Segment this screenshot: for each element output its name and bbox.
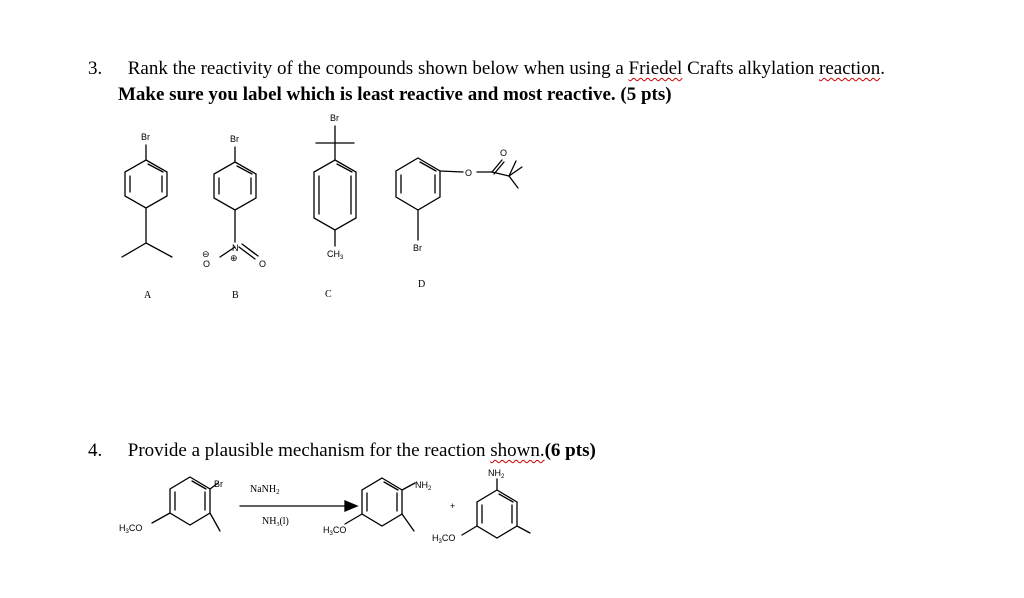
question-3-text-a: Rank the reactivity of the compounds sho… xyxy=(127,58,629,79)
plus-sign: + xyxy=(450,501,455,511)
compound-label-d: D xyxy=(418,279,425,290)
compound-b-minus-charge: ⊖ xyxy=(202,249,210,259)
compound-d-structure xyxy=(395,157,523,241)
compound-d-carbonyl-o: O xyxy=(500,148,507,158)
product-2-nh2: NH2 xyxy=(488,468,505,480)
compound-c-br: Br xyxy=(330,113,339,123)
reagent-nanh2: NaNH2 xyxy=(250,484,280,496)
question-3-period: . xyxy=(880,58,885,79)
solvent-nh3: NH3(l) xyxy=(262,516,289,528)
compound-label-a: A xyxy=(144,290,152,301)
reaction-arrow xyxy=(239,500,359,512)
compound-b-structure xyxy=(213,146,259,260)
question-3-text-b: Crafts alkylation xyxy=(682,58,820,79)
question-4-points: (6 pts) xyxy=(544,440,596,461)
question-4-line: 4. Provide a plausible mechanism for the… xyxy=(88,439,596,463)
reactant-methoxy: H3CO xyxy=(119,523,142,535)
reaction-word: reaction xyxy=(819,58,881,79)
question-3-line-2: Make sure you label which is least react… xyxy=(118,84,672,105)
compound-b-o: O xyxy=(259,259,266,269)
shown-word: shown. xyxy=(490,440,545,461)
compound-d-ether-o: O xyxy=(465,168,472,178)
compound-label-b: B xyxy=(232,290,239,301)
product-2-methoxy: H3CO xyxy=(432,533,455,545)
reactant-br: Br xyxy=(214,479,223,489)
compound-a-br: Br xyxy=(141,132,150,142)
reactant-structure xyxy=(151,476,221,532)
compound-c-structure xyxy=(313,125,357,247)
compound-a-structure xyxy=(121,144,173,258)
compound-b-br: Br xyxy=(230,134,239,144)
compound-b-plus-charge: ⊕ xyxy=(230,253,238,263)
compound-c-ch3: CH3 xyxy=(327,249,344,261)
question-4-text-a: Provide a plausible mechanism for the re… xyxy=(127,440,491,461)
product-1-nh2: NH2 xyxy=(415,480,432,492)
friedel-word: Friedel xyxy=(628,58,683,79)
product-2-structure xyxy=(461,478,531,539)
compound-b-o-minus: O xyxy=(203,259,210,269)
question-3-line-1: 3. Rank the reactivity of the compounds … xyxy=(88,57,885,81)
compound-d-br: Br xyxy=(413,243,422,253)
compound-label-c: C xyxy=(325,289,332,300)
question-3-number: 3. xyxy=(88,58,103,79)
product-1-structure xyxy=(344,477,416,532)
compound-b-n: N xyxy=(232,243,239,253)
product-1-methoxy: H3CO xyxy=(323,525,346,537)
question-4-number: 4. xyxy=(88,440,103,461)
